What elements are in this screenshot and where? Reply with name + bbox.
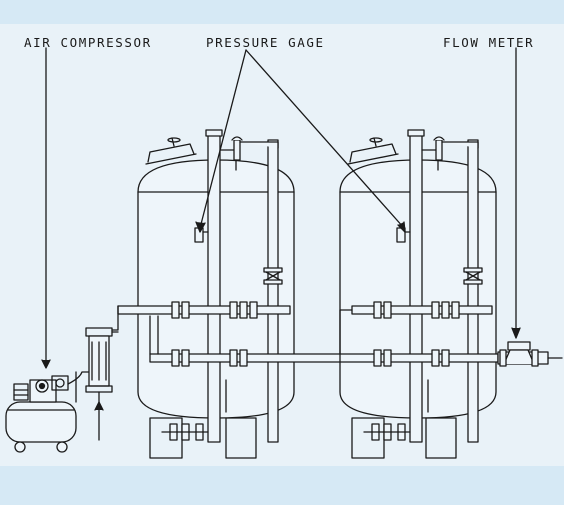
tank-2-risers	[396, 129, 483, 443]
air-compressor	[5, 371, 91, 453]
pressure-gage-pointers	[195, 49, 406, 233]
bottom-drain-pipes	[161, 379, 429, 433]
air-compressor-label: AIR COMPRESSOR	[24, 35, 152, 50]
flow-meter	[499, 341, 539, 367]
air-filter-housing	[85, 327, 119, 441]
pressure-gage-label: PRESSURE GAGE	[206, 35, 325, 50]
tank-1-risers	[194, 129, 283, 443]
flow-meter-label: FLOW METER	[443, 35, 535, 50]
